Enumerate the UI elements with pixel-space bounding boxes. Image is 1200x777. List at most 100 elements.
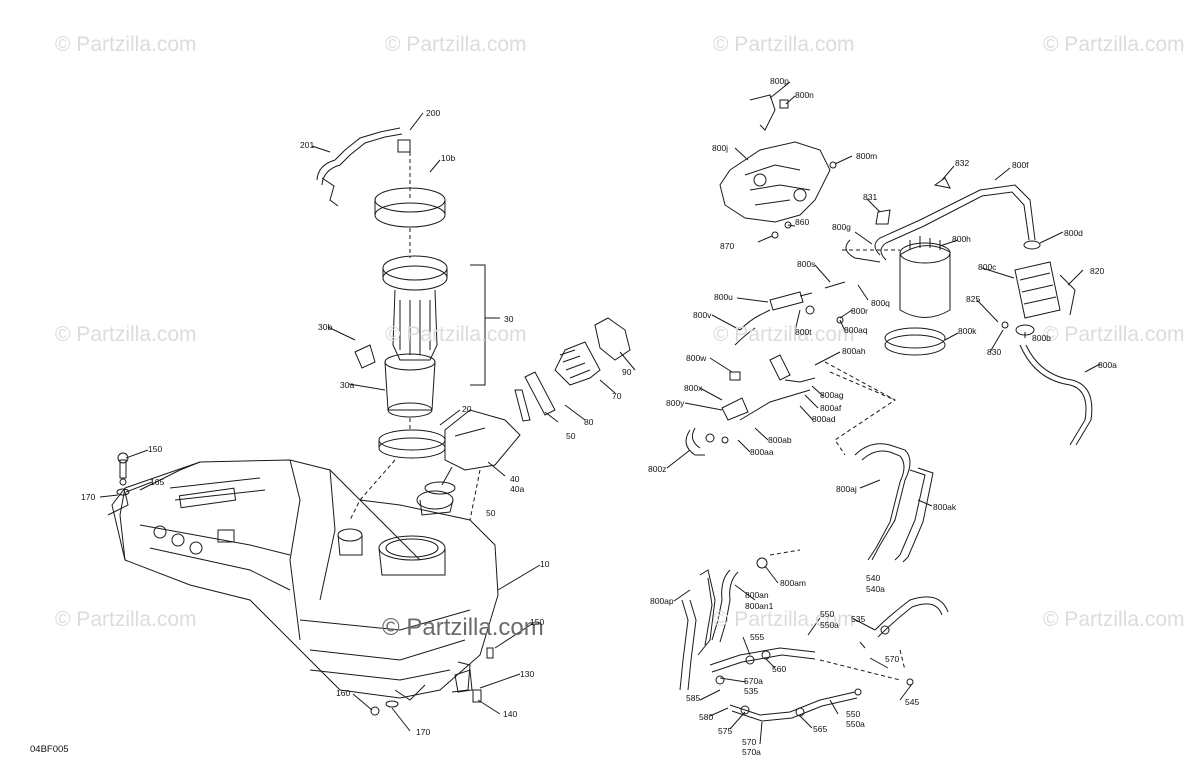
watermark: © Partzilla.com [713, 608, 855, 631]
part-label: 10b [441, 153, 456, 163]
part-label: 10 [540, 559, 550, 569]
part-label: 800an [745, 590, 769, 600]
fuel-tank [111, 459, 499, 699]
part-label: 800an1 [745, 601, 774, 611]
part-label: 870 [720, 241, 735, 251]
part-label: 800t [795, 327, 812, 337]
watermark: © Partzilla.com [713, 33, 855, 56]
watermark: © Partzilla.com [55, 33, 197, 56]
part-label: 800af [820, 403, 842, 413]
watermark: © Partzilla.com [385, 323, 527, 346]
part-label: 165 [150, 477, 165, 487]
part-label: 800h [952, 234, 971, 244]
part-label: 800ap [650, 596, 674, 606]
part-label: 560 [772, 664, 787, 674]
part-label: 800c [978, 262, 997, 272]
watermark: © Partzilla.com [713, 323, 855, 346]
watermark: © Partzilla.com [55, 323, 197, 346]
part-label: 550 [846, 709, 861, 719]
part-label: 70 [612, 391, 622, 401]
part-label: 30a [340, 380, 355, 390]
part-label: 200 [426, 108, 441, 118]
part-label: 800ak [933, 502, 957, 512]
part-label: 90 [622, 367, 632, 377]
part-label: 800n [795, 90, 814, 100]
part-label: 800v [693, 310, 712, 320]
part-label: 825 [966, 294, 981, 304]
part-label: 575 [718, 726, 733, 736]
part-label: 800aa [750, 447, 774, 457]
part-label: 550a [846, 719, 865, 729]
part-label: 150 [530, 617, 545, 627]
part-label: 545 [905, 697, 920, 707]
part-label: 570 [885, 654, 900, 664]
part-label: 800f [1012, 160, 1029, 170]
watermark: © Partzilla.com [1043, 608, 1185, 631]
filler-tube [316, 127, 401, 181]
part-label: 140 [503, 709, 518, 719]
part-label: 800q [871, 298, 890, 308]
part-label: 50 [486, 508, 496, 518]
part-label: 800ag [820, 390, 844, 400]
part-label: 535 [851, 614, 866, 624]
watermark: © Partzilla.com [1043, 323, 1185, 346]
part-label: 570a [744, 676, 763, 686]
part-label: 580 [699, 712, 714, 722]
part-label: 800aj [836, 484, 857, 494]
part-label: 570 [742, 737, 757, 747]
part-label: 80 [584, 417, 594, 427]
part-label: 540 [866, 573, 881, 583]
part-label: 800x [684, 383, 703, 393]
part-label: 800ab [768, 435, 792, 445]
part-label: 800a [1098, 360, 1117, 370]
part-label: 540a [866, 584, 885, 594]
purge-bracket [719, 141, 831, 223]
part-label: 800k [958, 326, 977, 336]
part-label: 570a [742, 747, 761, 757]
part-label: 800s [797, 259, 816, 269]
part-label: 800b [1032, 333, 1051, 343]
part-label: 150 [148, 444, 163, 454]
part-label: 170 [416, 727, 431, 737]
watermark: © Partzilla.com [1043, 33, 1185, 56]
part-label: 50 [566, 431, 576, 441]
part-label: 800j [712, 143, 729, 153]
part-label: 800aq [844, 325, 868, 335]
evap-canister [899, 245, 951, 318]
part-label: 160 [336, 688, 351, 698]
part-label: 800d [1064, 228, 1083, 238]
watermark: © Partzilla.com [385, 33, 527, 56]
part-label: 860 [795, 217, 810, 227]
part-label: 831 [863, 192, 878, 202]
diagram-code: 04BF005 [30, 744, 69, 755]
part-label: 820 [1090, 266, 1105, 276]
part-label: 170 [81, 492, 96, 502]
part-label: 800ad [812, 414, 836, 424]
part-label: 800w [686, 353, 707, 363]
part-label: 585 [686, 693, 701, 703]
part-label: 830 [987, 347, 1002, 357]
part-label: 130 [520, 669, 535, 679]
part-label: 800am [780, 578, 806, 588]
part-label: 800y [666, 398, 685, 408]
part-label: 40 [510, 474, 520, 484]
part-label: 800r [851, 306, 869, 316]
part-label: 40a [510, 484, 525, 494]
part-label: 535 [744, 686, 759, 696]
part-label: 201 [300, 140, 315, 150]
center-watermark: © Partzilla.com [382, 614, 544, 641]
vent-hose [874, 184, 1036, 256]
part-label: 550a [820, 620, 839, 630]
part-label: 800u [714, 292, 733, 302]
part-label: 30b [318, 322, 333, 332]
part-label: 565 [813, 724, 828, 734]
part-label: 800p [770, 76, 789, 86]
watermark: © Partzilla.com [55, 608, 197, 631]
part-label: 555 [750, 632, 765, 642]
part-label: 800g [832, 222, 851, 232]
part-label: 550 [820, 609, 835, 619]
part-label: 30 [504, 314, 514, 324]
part-label: 832 [955, 158, 970, 168]
